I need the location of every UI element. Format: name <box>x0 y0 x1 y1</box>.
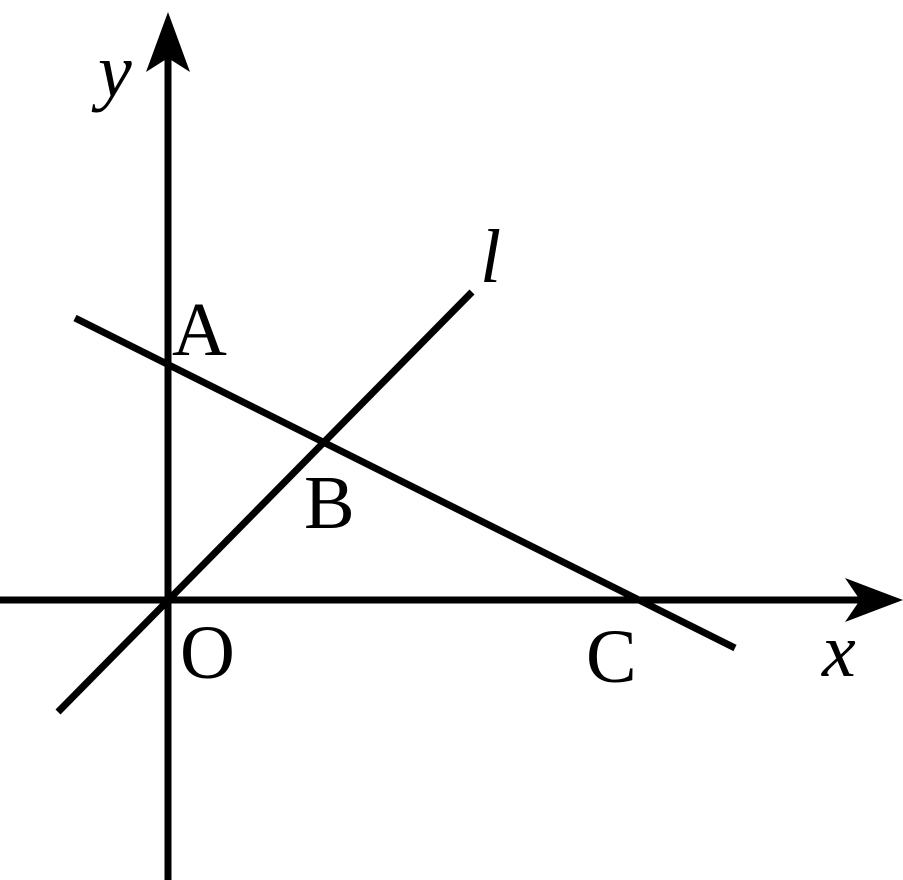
line-l-label: l <box>480 215 501 299</box>
y-axis-arrowhead <box>146 12 190 72</box>
x-axis-label: x <box>821 609 856 693</box>
y-axis-label: y <box>91 29 132 113</box>
line-abc <box>73 314 737 652</box>
point-b-label: B <box>304 461 355 545</box>
point-o-label: O <box>180 611 235 695</box>
point-a-label: A <box>172 288 227 372</box>
line-l <box>55 289 475 715</box>
point-c-label: C <box>586 615 637 699</box>
x-axis-arrowhead <box>845 578 903 622</box>
